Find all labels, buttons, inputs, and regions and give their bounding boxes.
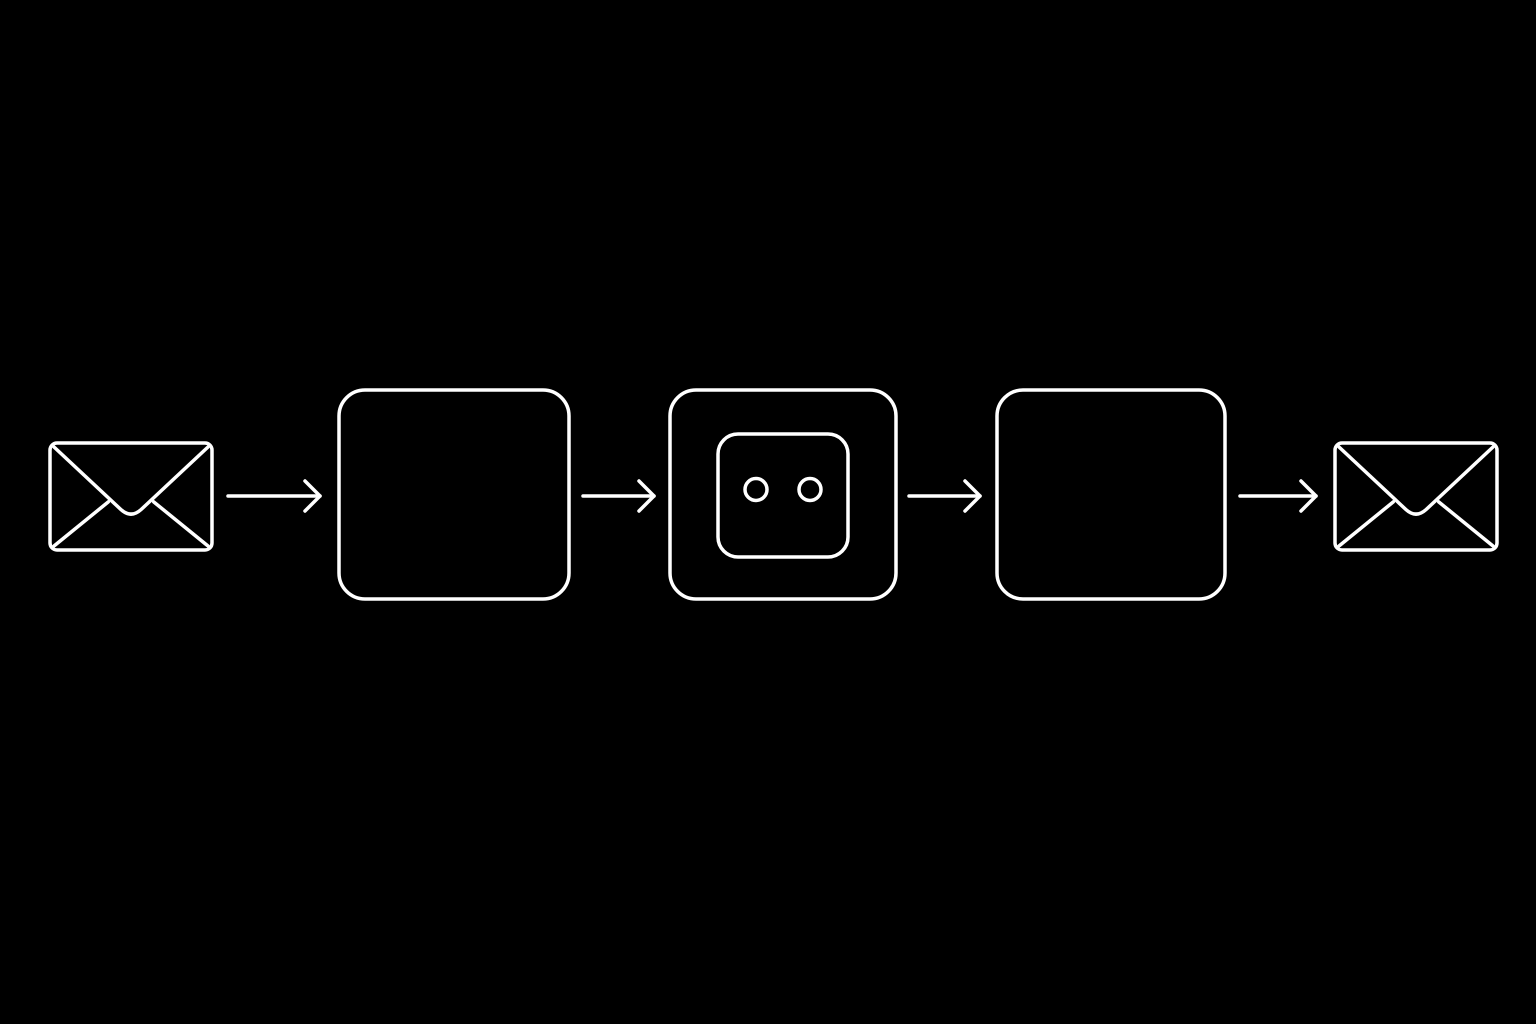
input-message-envelope-icon (48, 441, 214, 552)
workflow-flow (48, 388, 1499, 601)
arrow-4-arrow-right-icon (1238, 479, 1318, 513)
arrow-2-arrow-right-icon (581, 479, 656, 513)
envelope-body (48, 441, 214, 552)
arrow-head (637, 479, 656, 513)
bot-agent-robot-face-icon (668, 388, 898, 601)
envelope-fold-left (52, 500, 111, 548)
bot-left-eye (743, 476, 769, 503)
envelope-fold-right (1436, 500, 1495, 548)
arrow-1-arrow-right-icon (226, 479, 322, 513)
bot-face (716, 432, 850, 559)
arrow-head (1299, 479, 1318, 513)
processing-step-1-box (337, 388, 571, 601)
output-message-envelope-icon (1333, 441, 1499, 552)
envelope-flap (1337, 445, 1495, 516)
arrow-head (963, 479, 982, 513)
arrow-head (303, 479, 322, 513)
arrow-3-arrow-right-icon (907, 479, 982, 513)
envelope-flap (52, 445, 210, 516)
envelope-fold-left (1337, 500, 1396, 548)
processing-step-2-box (995, 388, 1227, 601)
envelope-body (1333, 441, 1499, 552)
bot-outer-box (668, 388, 898, 601)
bot-right-eye (797, 476, 823, 503)
envelope-fold-right (151, 500, 210, 548)
